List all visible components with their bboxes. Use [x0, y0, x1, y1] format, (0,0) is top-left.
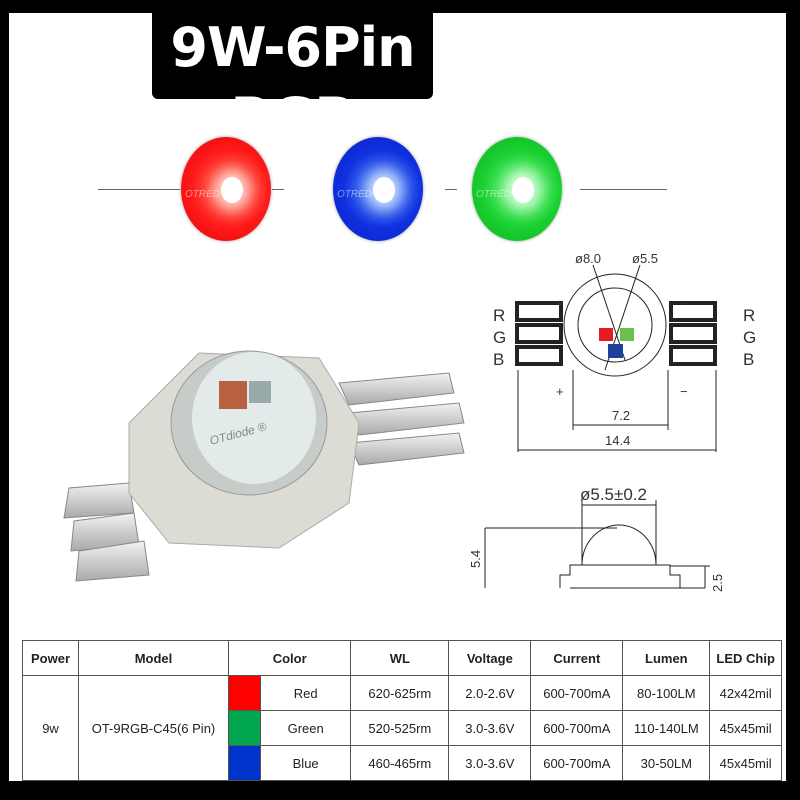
dim-outer-dia: ø8.0 — [575, 251, 601, 266]
swatch-blue — [228, 745, 261, 781]
cell-current: 600-700mA — [530, 710, 624, 746]
blue-led-photo: OTRED ® — [333, 137, 423, 241]
cell-lumen: 30-50LM — [622, 745, 711, 781]
plus-top: + — [556, 296, 564, 311]
dim-base-height: 2.5 — [710, 574, 725, 592]
dim-14-4: 14.4 — [605, 433, 630, 448]
cell-color: Green — [259, 710, 352, 746]
plus-bottom: + — [556, 384, 564, 399]
cell-color: Blue — [259, 745, 352, 781]
led-product-photo: OTdiode ® — [63, 350, 465, 582]
table-row: 9w OT-9RGB-C45(6 Pin) Red 620-625rm 2.0-… — [22, 675, 782, 781]
cell-lumen: 110-140LM — [622, 710, 711, 746]
title-banner: 9W-6Pin RGB — [152, 13, 433, 149]
title: 9W-6Pin RGB — [170, 16, 415, 149]
divider-line — [580, 189, 667, 190]
pin-label-right-g: G — [743, 328, 756, 347]
header-led-chip: LED Chip — [709, 640, 782, 676]
cell-wl: 620-625rm — [350, 675, 450, 711]
minus-top: − — [680, 296, 688, 311]
cell-current: 600-700mA — [530, 675, 624, 711]
header-power: Power — [22, 640, 79, 676]
watermark: OTRED ® — [476, 189, 522, 200]
cell-chip: 45x45mil — [709, 745, 782, 781]
cell-wl: 460-465rm — [350, 745, 450, 781]
cell-lumen: 80-100LM — [622, 675, 711, 711]
cell-voltage: 2.0-2.6V — [448, 675, 532, 711]
cell-voltage: 3.0-3.6V — [448, 710, 532, 746]
pin-label-left-r: R — [493, 306, 505, 325]
cell-color: Red — [259, 675, 352, 711]
header-current: Current — [530, 640, 624, 676]
green-led-photo: OTRED ® — [472, 137, 562, 241]
swatch-red — [228, 675, 261, 711]
product-canvas: 9W-6Pin RGB OTRED ® OTRED ® OTRED ® OTdi… — [9, 13, 786, 781]
cell-chip: 42x42mil — [709, 675, 782, 711]
watermark: OTRED ® — [185, 189, 231, 200]
header-wl: WL — [350, 640, 450, 676]
cell-current: 600-700mA — [530, 745, 624, 781]
divider-line — [98, 189, 180, 190]
dim-inner-dia: ø5.5 — [632, 251, 658, 266]
dim-7-2: 7.2 — [612, 408, 630, 423]
dimension-drawing: ø8.0 ø5.5 R G B R G B + + − − 7.2 14.4 ø… — [468, 251, 756, 592]
cell-model: OT-9RGB-C45(6 Pin) — [78, 675, 229, 781]
header-lumen: Lumen — [622, 640, 711, 676]
swatch-green — [228, 710, 261, 746]
divider-line — [272, 189, 284, 190]
pin-label-right-r: R — [743, 306, 755, 325]
pin-label-right-b: B — [743, 350, 754, 369]
table-header-row: Power Model Color WL Voltage Current Lum… — [22, 640, 782, 676]
pin-label-left-b: B — [493, 350, 504, 369]
cell-power: 9w — [22, 675, 79, 781]
red-led-photo: OTRED ® — [181, 137, 271, 241]
table-row: Blue 460-465rm 3.0-3.6V 600-700mA 30-50L… — [23, 745, 782, 781]
divider-line — [445, 189, 457, 190]
pin-label-left-g: G — [493, 328, 506, 347]
cell-chip: 45x45mil — [709, 710, 782, 746]
dim-height: 5.4 — [468, 550, 483, 568]
dim-lens-dia: ø5.5±0.2 — [580, 485, 647, 504]
header-voltage: Voltage — [448, 640, 532, 676]
header-model: Model — [78, 640, 229, 676]
watermark: OTRED ® — [337, 189, 383, 200]
header-color: Color — [227, 640, 352, 676]
table-row: Green 520-525rm 3.0-3.6V 600-700mA 110-1… — [23, 710, 782, 746]
spec-table: Power Model Color WL Voltage Current Lum… — [22, 640, 782, 781]
cell-voltage: 3.0-3.6V — [448, 745, 532, 781]
cell-wl: 520-525rm — [350, 710, 450, 746]
minus-bottom: − — [680, 384, 688, 399]
